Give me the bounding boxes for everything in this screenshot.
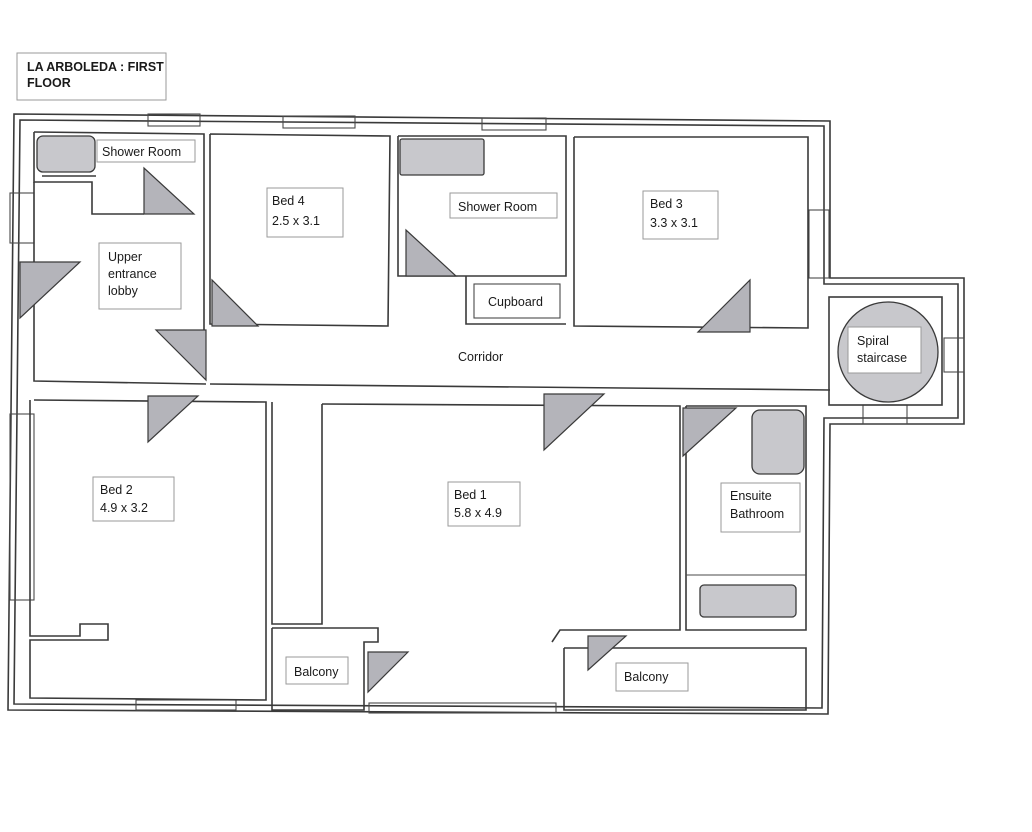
room-label-shower-room-2: Shower Room	[449, 192, 558, 219]
room-name: Bed 2	[100, 483, 133, 497]
plan-title: LA ARBOLEDA : FIRST FLOOR	[16, 52, 167, 101]
room-size: 3.3 x 3.1	[650, 216, 698, 230]
room-label-upper-lobby: Upper entrance lobby	[98, 242, 182, 310]
room-name: Bed 4	[272, 194, 305, 208]
room-name: Cupboard	[488, 295, 543, 309]
door-swing-icon	[543, 393, 606, 452]
outer-walls	[7, 113, 965, 715]
room-label-cupboard: Cupboard	[488, 295, 543, 309]
door-swing-icon	[19, 261, 82, 320]
door-swing-icon	[154, 329, 207, 382]
room-label-balcony-right: Balcony	[615, 662, 689, 692]
room-name: Balcony	[624, 670, 669, 684]
interior-walls	[29, 131, 943, 711]
door-swing-icon	[143, 166, 196, 215]
door-swing-icon	[367, 651, 410, 694]
shower-tray-icon	[36, 135, 96, 173]
room-name: Bed 3	[650, 197, 683, 211]
doors	[19, 166, 751, 694]
room-name-line: Spiral	[857, 334, 889, 348]
shower-tray-icon	[751, 409, 805, 475]
room-label-corridor: Corridor	[458, 350, 503, 364]
door-swing-icon	[405, 228, 458, 277]
room-label-bed-3: Bed 3 3.3 x 3.1	[642, 190, 719, 240]
room-label-bed-4: Bed 4 2.5 x 3.1	[266, 187, 344, 238]
room-label-ensuite-bathroom: Ensuite Bathroom	[720, 482, 801, 533]
room-name: Bed 1	[454, 488, 487, 502]
door-swing-icon	[696, 278, 751, 333]
room-name: Corridor	[458, 350, 503, 364]
room-name: Balcony	[294, 665, 339, 679]
plan-title-line-2: FLOOR	[27, 76, 71, 90]
door-swing-icon	[587, 635, 628, 672]
plan-title-line-1: LA ARBOLEDA : FIRST	[27, 60, 164, 74]
room-label-shower-room-1: Shower Room	[96, 139, 196, 163]
room-name-line: staircase	[857, 351, 907, 365]
room-name-line: entrance	[108, 267, 157, 281]
room-label-bed-2: Bed 2 4.9 x 3.2	[92, 476, 175, 522]
room-label-balcony-left: Balcony	[285, 656, 349, 685]
door-swing-icon	[211, 278, 260, 327]
room-size: 5.8 x 4.9	[454, 506, 502, 520]
room-size: 4.9 x 3.2	[100, 501, 148, 515]
room-name-line: lobby	[108, 284, 139, 298]
room-label-bed-1: Bed 1 5.8 x 4.9	[447, 481, 521, 527]
room-name-line: Upper	[108, 250, 142, 264]
shower-tray-icon	[399, 138, 485, 176]
room-label-spiral-staircase: Spiral staircase	[847, 326, 922, 374]
door-swing-icon	[682, 407, 738, 458]
bathtub-icon	[699, 584, 797, 618]
room-name-line: Bathroom	[730, 507, 784, 521]
room-name: Shower Room	[102, 145, 181, 159]
room-name: Shower Room	[458, 200, 537, 214]
room-size: 2.5 x 3.1	[272, 214, 320, 228]
room-name-line: Ensuite	[730, 489, 772, 503]
door-swing-icon	[147, 395, 200, 444]
